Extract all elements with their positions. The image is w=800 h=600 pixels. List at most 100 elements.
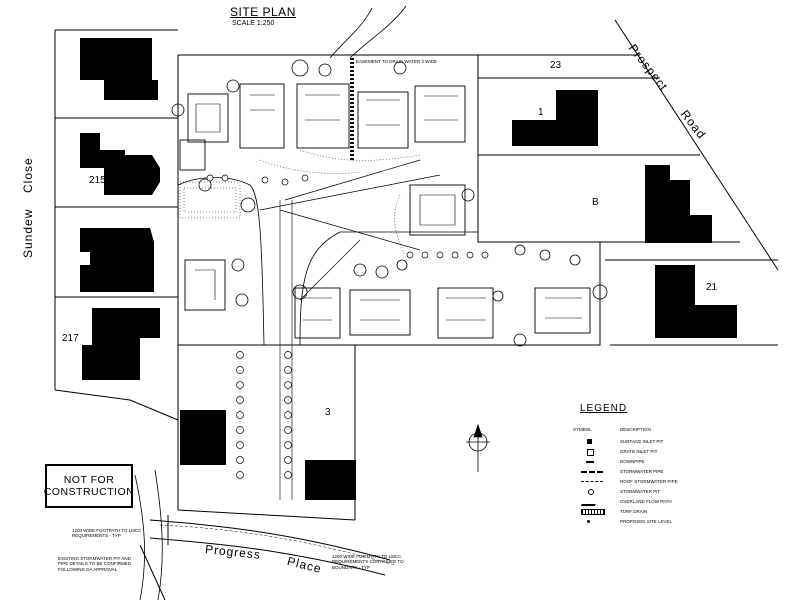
- legend-item: STORMWATER PIPE: [573, 467, 713, 477]
- tree-icon: [353, 263, 367, 277]
- legend-item-label: GRATE INLET PIT: [620, 449, 658, 454]
- legend-list: SURFACE INLET PIT GRATE INLET PIT DOWNPI…: [573, 437, 713, 527]
- legend-item: DOWNPIPE: [573, 457, 713, 467]
- stormwater-pit-icon: [588, 489, 594, 495]
- tree-icon: [226, 79, 240, 93]
- dwelling: [349, 289, 411, 336]
- tree-icon: [198, 178, 212, 192]
- tree-icon: [393, 61, 407, 75]
- legend-item: ROOF STORMWATER PIPE: [573, 477, 713, 487]
- legend-head-symbol: SYMBOL: [573, 427, 592, 432]
- tree-icon: [375, 265, 389, 279]
- stamp-line-1: NOT FOR: [63, 474, 115, 486]
- dwelling: [239, 83, 285, 149]
- tree-icon: [171, 103, 185, 117]
- boundary-line-top: [178, 19, 779, 346]
- internal-drive-curve: [177, 177, 478, 346]
- dwelling: [296, 83, 350, 149]
- building-1: [512, 90, 598, 146]
- stormwater-pipes: [250, 159, 441, 346]
- neighbour-buildings: [80, 38, 737, 500]
- tree-icon: [318, 63, 332, 77]
- surface-inlet-pit-icon: [587, 439, 592, 444]
- grate-inlet-pit-icon: [587, 449, 594, 456]
- turf-drain-icon: [581, 509, 605, 515]
- legend-item: TURF DRAIN: [573, 507, 713, 517]
- tree-icon: [592, 284, 608, 300]
- legend-title: LEGEND: [580, 403, 628, 414]
- legend-head-description: DESCRIPTION: [620, 427, 651, 432]
- legend-item-label: TURF DRAIN: [620, 509, 648, 514]
- legend-item-label: DOWNPIPE: [620, 459, 645, 464]
- note-footpath-right: 1200 WIDE FOOTPATH TO LMCC REQUIREMENTS …: [332, 554, 404, 570]
- dwelling: [534, 287, 591, 334]
- legend-item: GRATE INLET PIT: [573, 447, 713, 457]
- tree-icon: [461, 188, 475, 202]
- building-b: [645, 165, 712, 243]
- left-road-edge: [134, 469, 163, 600]
- not-for-construction-stamp: NOT FOR CONSTRUCTION: [43, 464, 135, 508]
- building-3b: [305, 460, 356, 500]
- dwelling: [409, 184, 466, 236]
- footpath-lines: [159, 524, 396, 566]
- boundary-line-left: [54, 29, 179, 421]
- page-title: SITE PLAN: [230, 5, 296, 19]
- dwelling: [357, 91, 409, 149]
- development-site-outline: [177, 55, 601, 346]
- legend-item-label: OVERLAND FLOW PATH: [620, 499, 672, 504]
- north-arrow-icon: [466, 423, 490, 472]
- tree-icon: [513, 333, 527, 347]
- tree-icon: [231, 258, 245, 272]
- dwelling: [187, 93, 229, 143]
- legend-item-label: STORMWATER PIPE: [620, 469, 664, 474]
- dwelling: [437, 287, 494, 339]
- scale-label: SCALE 1:250: [232, 20, 275, 27]
- legend-item-label: PROPOSED SITE LEVEL: [620, 519, 673, 524]
- trees: [171, 59, 608, 347]
- stormwater-pipe-icon: [581, 471, 603, 473]
- dwelling: [184, 259, 226, 311]
- lot-label-214: 214: [114, 85, 131, 96]
- legend-item-label: ROOF STORMWATER PIPE: [620, 479, 678, 484]
- tree-icon: [292, 284, 308, 300]
- building-21: [655, 265, 737, 338]
- tree-icon: [240, 197, 256, 213]
- lot-label-3: 3: [325, 407, 331, 418]
- building-3a: [180, 410, 226, 465]
- street-label-sundew: Sundew: [21, 208, 35, 258]
- roof-stormwater-pipe-icon: [581, 481, 603, 482]
- lot-label-216: 216: [114, 236, 131, 247]
- building-214: [80, 38, 158, 100]
- overland-flow-path-icon: [580, 498, 600, 506]
- lot-label-1: 1: [538, 107, 544, 118]
- tree-icon: [569, 254, 581, 266]
- street-label-close: Close: [21, 157, 35, 193]
- tree-icon: [492, 290, 504, 302]
- proposed-dwellings: [179, 83, 591, 339]
- legend-item-label: STORMWATER PIT: [620, 489, 661, 494]
- legend-item: SURFACE INLET PIT: [573, 437, 713, 447]
- legend-item: PROPOSED SITE LEVEL: [573, 517, 713, 527]
- tree-icon: [235, 293, 249, 307]
- downpipe-icon: [586, 461, 594, 463]
- lot-label-21: 21: [706, 282, 718, 293]
- lot-label-23: 23: [550, 60, 562, 71]
- building-215: [80, 133, 160, 195]
- tree-icon: [514, 244, 526, 256]
- lot-label-215: 215: [89, 175, 106, 186]
- lot-label-217: 217: [62, 333, 79, 344]
- dwelling: [179, 139, 206, 171]
- tree-icon: [291, 59, 309, 77]
- legend-item-label: SURFACE INLET PIT: [620, 439, 664, 444]
- note-existing-pit: EXISTING STORMWATER PIT AND PIPE DETAILS…: [58, 556, 132, 572]
- top-access-path: [329, 5, 407, 59]
- note-easement: EASEMENT TO DRAIN WATER 2 WIDE: [356, 59, 438, 64]
- tree-icon: [539, 249, 551, 261]
- progress-place-road: [139, 515, 391, 600]
- proposed-site-level-icon: [587, 520, 590, 523]
- dwelling: [294, 287, 341, 339]
- legend-item: STORMWATER PIT: [573, 487, 713, 497]
- stamp-line-2: CONSTRUCTION: [43, 486, 135, 498]
- lot-label-b: B: [592, 197, 599, 208]
- shrub-rows: [206, 174, 489, 479]
